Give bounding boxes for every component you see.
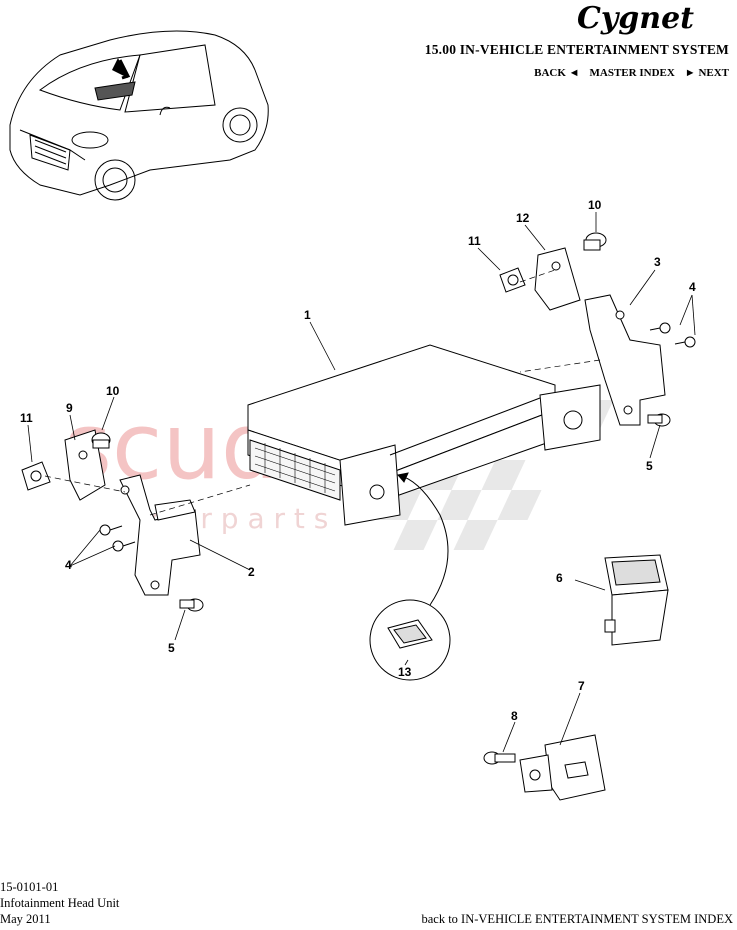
- screws-right-part-4: [649, 322, 696, 348]
- next-arrow-icon: ►: [684, 67, 696, 79]
- connector-part-7: [519, 734, 606, 801]
- bracket-right-part-3: [584, 294, 666, 426]
- screws-left-part-4: [99, 524, 136, 552]
- callout-label: 5: [168, 641, 175, 655]
- clip-nut-left-part-11: [21, 461, 51, 491]
- brand-logo: Cygnet: [573, 0, 733, 36]
- back-label: BACK: [534, 67, 566, 79]
- next-link[interactable]: ► NEXT: [685, 67, 729, 79]
- callout-label: 8: [511, 709, 518, 723]
- callout-label: 5: [646, 459, 653, 473]
- callout-label: 6: [556, 571, 563, 585]
- back-link[interactable]: BACK ◄: [534, 67, 579, 79]
- callout-label: 13: [398, 665, 412, 679]
- switch-part-6: [604, 554, 669, 646]
- callout-label: 4: [65, 558, 72, 572]
- callout-label: 10: [588, 198, 602, 212]
- bolt-right-part-10: [583, 232, 607, 251]
- section-title: 15.00 IN-VEHICLE ENTERTAINMENT SYSTEM: [424, 42, 729, 57]
- callout-label: 7: [578, 679, 585, 693]
- callout-label: 10: [106, 384, 120, 398]
- back-arrow-icon: ◄: [568, 67, 580, 79]
- bolt-left-part-10: [91, 432, 111, 449]
- car-illustration: [9, 30, 269, 201]
- callout-labels: 1 2 3 4 4 5 5 6 7 8 9 10 10 11 11 12 13: [20, 198, 696, 723]
- bolt-part-8: [483, 751, 516, 765]
- alignment-guides: [44, 269, 601, 516]
- location-arrow-icon: [112, 58, 128, 78]
- bracket-left-part-2: [119, 474, 201, 596]
- leader-lines: [27, 212, 696, 753]
- clip-nut-right-part-11: [499, 267, 526, 293]
- callout-label: 2: [248, 565, 255, 579]
- next-label: NEXT: [698, 67, 729, 79]
- master-index-link[interactable]: MASTER INDEX: [589, 67, 675, 79]
- callout-label: 3: [654, 255, 661, 269]
- brand-text: Cygnet: [577, 1, 694, 36]
- nav-bar: BACK ◄ MASTER INDEX ► NEXT: [534, 67, 729, 79]
- footer-date: May 2011: [0, 912, 51, 926]
- detail-circle-part-13: [369, 472, 451, 681]
- footer-title: Infotainment Head Unit: [0, 896, 120, 910]
- callout-label: 12: [516, 211, 530, 225]
- callout-label: 11: [468, 234, 481, 248]
- callout-label: 1: [304, 308, 311, 322]
- bolt-left-part-5: [179, 598, 204, 612]
- callout-label: 9: [66, 401, 73, 415]
- plate-right-part-12: [534, 247, 581, 311]
- footer-part-number: 15-0101-01: [0, 880, 59, 894]
- callout-label: 11: [20, 411, 33, 425]
- head-unit-part-1: [247, 344, 601, 526]
- bolt-right-part-5: [647, 413, 671, 427]
- back-to-index-link[interactable]: back to IN-VEHICLE ENTERTAINMENT SYSTEM …: [421, 912, 733, 926]
- callout-label: 4: [689, 280, 696, 294]
